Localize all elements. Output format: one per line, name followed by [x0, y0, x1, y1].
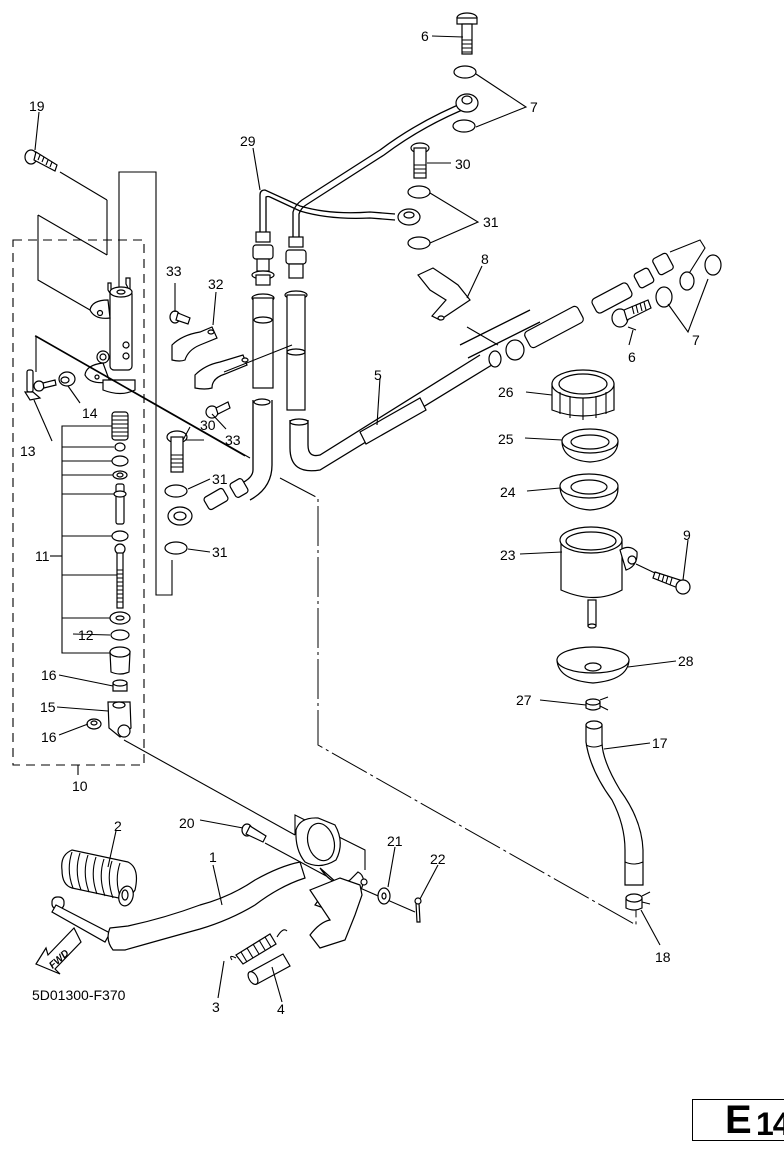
- callout-12: 12: [78, 627, 94, 643]
- washer-21-part: [377, 887, 391, 905]
- callout-21: 21: [387, 833, 403, 849]
- callout-28: 28: [678, 653, 694, 669]
- diaphragm-24-part: [559, 473, 619, 511]
- forward-direction-arrow: FWD: [35, 926, 82, 975]
- bolt-9-part: [652, 571, 691, 595]
- brake-hose-lower-left: [167, 398, 273, 526]
- callout-labels: 6 7 30 31 19 29 33 32 8 5 6 7 26 25 24 2…: [20, 28, 700, 1017]
- reservoir-cap-26-part: [551, 369, 615, 420]
- callout-14: 14: [82, 405, 98, 421]
- callout-31-lower: 31: [212, 544, 228, 560]
- brake-hose-main-5: [289, 354, 501, 472]
- callout-25: 25: [498, 431, 514, 447]
- washer-7-lower-part: [452, 119, 476, 133]
- callout-24: 24: [500, 484, 516, 500]
- washer-31-lower-b-part: [164, 541, 188, 555]
- hose-clip-27-part: [585, 696, 609, 711]
- callout-23: 23: [500, 547, 516, 563]
- piston-kit-11-parts: [109, 411, 131, 625]
- master-cylinder-body: [84, 277, 136, 395]
- bolt-19-reference-line: [59, 171, 108, 201]
- callout-7-upper: 7: [530, 99, 538, 115]
- hose-clip-18-part: [625, 891, 651, 911]
- hose-guide-8-part: [417, 267, 471, 321]
- callout-17: 17: [652, 735, 668, 751]
- brake-hose-upper-right: [459, 239, 722, 368]
- callout-20: 20: [179, 815, 195, 831]
- union-bolt-30-upper-part: [410, 142, 430, 179]
- union-eye-upper-part: [455, 93, 479, 113]
- diaphragm-plate-25-part: [561, 428, 619, 463]
- washer-7-upper-part: [453, 65, 477, 79]
- callout-1: 1: [209, 849, 217, 865]
- washer-31-lower-a-part: [164, 484, 188, 498]
- page-letter: E: [725, 1098, 752, 1142]
- page-number: 14: [756, 1106, 784, 1142]
- callout-leaders: [33, 35, 709, 1003]
- callout-16-upper: 16: [41, 667, 57, 683]
- callout-10: 10: [72, 778, 88, 794]
- callout-27: 27: [516, 692, 532, 708]
- nut-16-upper-part: [112, 679, 128, 692]
- callout-31-mid: 31: [212, 471, 228, 487]
- cotter-pin-22-part: [414, 897, 422, 923]
- callout-4: 4: [277, 1001, 285, 1017]
- hose-to-clamp-reference-line: [279, 477, 637, 926]
- callout-18: 18: [655, 949, 671, 965]
- drawing-code: 5D01300-F370: [32, 987, 126, 1003]
- screw-33-lower-part: [205, 401, 231, 419]
- kit-11-bracket: [50, 425, 117, 654]
- bolt-19-part: [24, 149, 58, 172]
- callout-29: 29: [240, 133, 256, 149]
- nut-16-lower-part: [86, 718, 102, 730]
- grommet-14-part: [58, 371, 76, 387]
- callout-13: 13: [20, 443, 36, 459]
- callout-30-upper: 30: [455, 156, 471, 172]
- washer-31-upper-a-part: [407, 185, 431, 199]
- washer-31-upper-b-part: [407, 236, 431, 250]
- reservoir-tank-23-part: [559, 526, 638, 629]
- callout-30-lower: 30: [200, 417, 216, 433]
- callout-32: 32: [208, 276, 224, 292]
- callout-9: 9: [683, 527, 691, 543]
- callout-19: 19: [29, 98, 45, 114]
- clevis-to-pedal-reference-line: [123, 739, 296, 836]
- reservoir-cover-28-part: [556, 646, 630, 684]
- union-bolt-6-upper-part: [456, 12, 478, 55]
- circlip-12-part: [110, 629, 130, 641]
- callout-33-upper: 33: [166, 263, 182, 279]
- hose-joint-13-part: [23, 369, 57, 401]
- callout-3: 3: [212, 999, 220, 1015]
- callout-2: 2: [114, 818, 122, 834]
- reservoir-hose-17-part: [585, 720, 644, 886]
- screw-33-upper-part: [169, 310, 191, 325]
- bolt-20-part: [241, 823, 267, 843]
- hose-clamp-32-part: [171, 326, 249, 390]
- callout-6-upper: 6: [421, 28, 429, 44]
- union-bolt-6-lower-part: [611, 299, 652, 328]
- callout-8: 8: [481, 251, 489, 267]
- page-reference-badge: E 14: [692, 1098, 784, 1142]
- callout-5: 5: [374, 367, 382, 383]
- callout-6-lower: 6: [628, 349, 636, 365]
- callout-22: 22: [430, 851, 446, 867]
- return-spring-3-part: [230, 929, 288, 965]
- callout-7-lower: 7: [692, 332, 700, 348]
- brake-pedal-1-part: [51, 817, 368, 951]
- pedal-boot-4-part: [247, 953, 291, 985]
- callout-26: 26: [498, 384, 514, 400]
- callout-15: 15: [40, 699, 56, 715]
- brake-pipe-second-part: [284, 99, 473, 411]
- callout-11: 11: [35, 548, 50, 564]
- callout-33-lower: 33: [225, 432, 241, 448]
- boot-part: [109, 646, 131, 675]
- clevis-15-part: [107, 701, 132, 738]
- brake-pipe-29-part: [251, 189, 421, 389]
- callout-31-upper: 31: [483, 214, 499, 230]
- union-bolt-30-lower-part: [166, 430, 188, 473]
- callout-16-lower: 16: [41, 729, 57, 745]
- footrest-rubber-2-part: [61, 849, 138, 907]
